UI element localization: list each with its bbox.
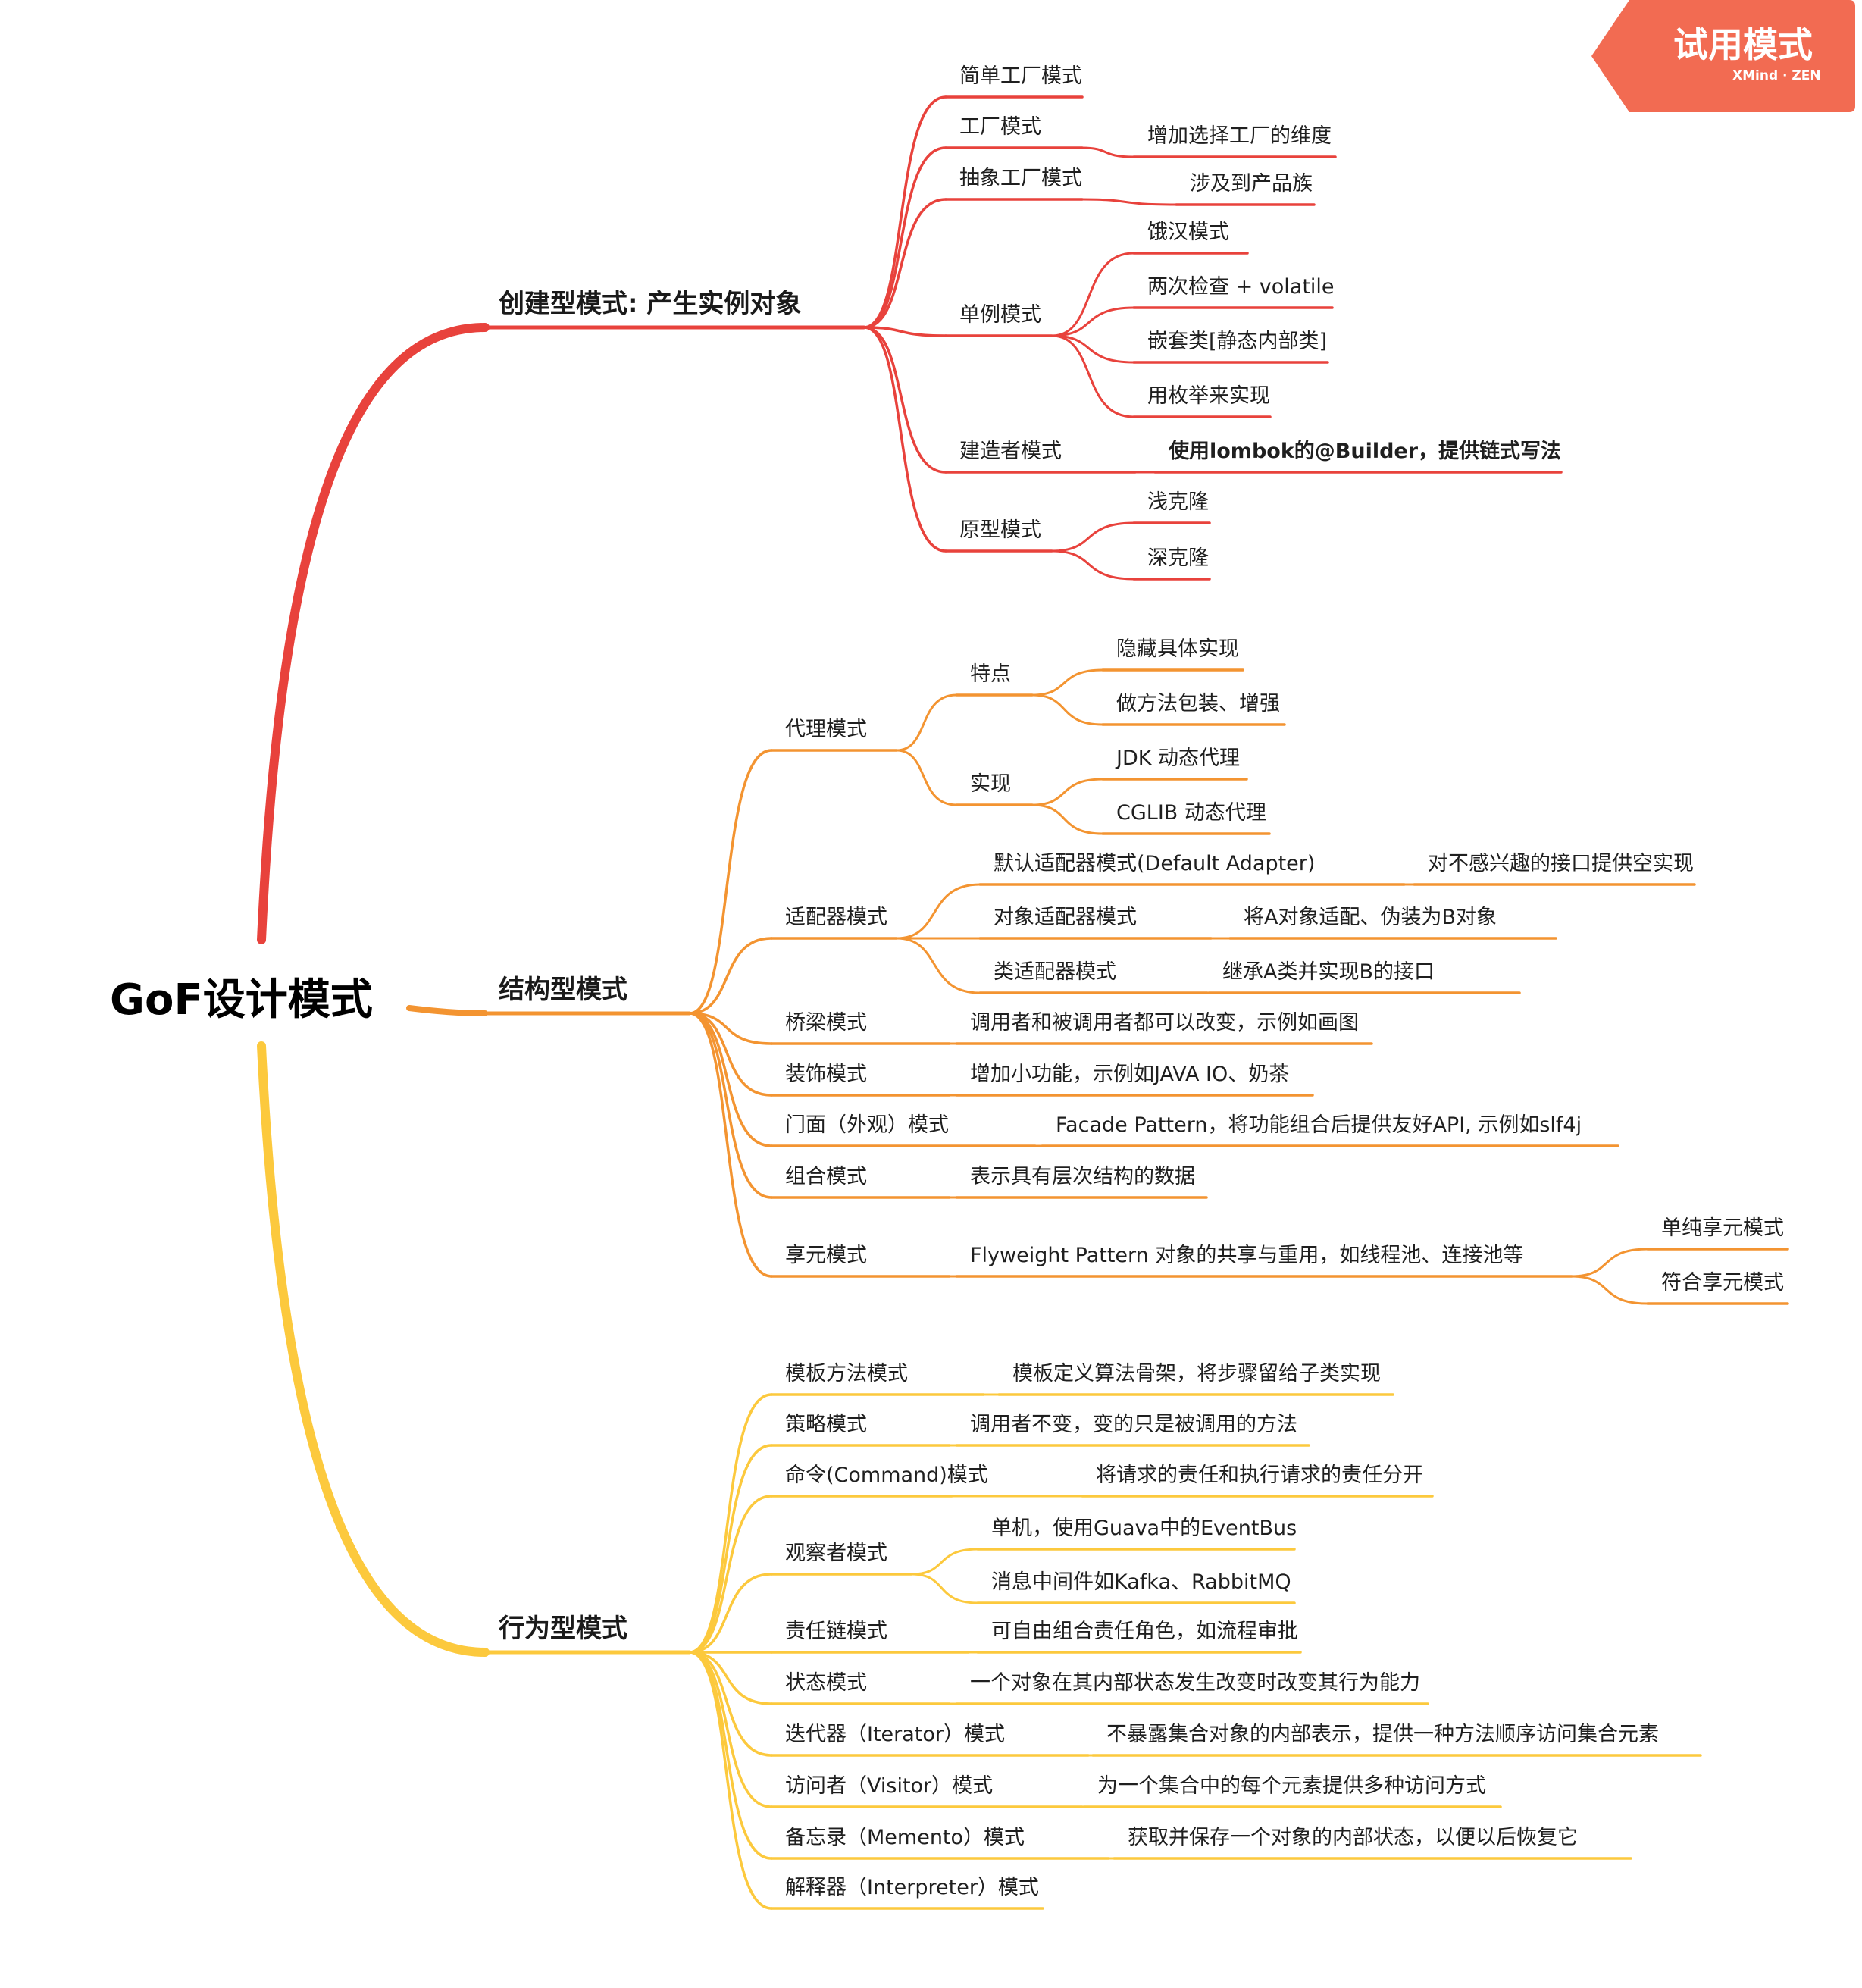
topic-b1-2-0[interactable]: 调用者和被调用者都可以改变，示例如画图 <box>970 1011 1359 1035</box>
topic-b0-1[interactable]: 工厂模式 <box>959 115 1041 139</box>
topic-b1-0-1[interactable]: 实现 <box>970 772 1011 796</box>
trial-mode-title: 试用模式 <box>1673 24 1813 65</box>
topic-b1-0-0[interactable]: 特点 <box>970 662 1011 686</box>
topic-b1-6-0-0[interactable]: 单纯享元模式 <box>1661 1216 1784 1240</box>
topic-b2-7[interactable]: 访问者（Visitor）模式 <box>785 1774 994 1798</box>
topic-b1-6[interactable]: 享元模式 <box>785 1244 867 1267</box>
root-topic[interactable]: GoF设计模式 <box>110 975 373 1025</box>
topic-b1-0-1-0[interactable]: JDK 动态代理 <box>1116 747 1241 770</box>
topic-b1-1[interactable]: 适配器模式 <box>785 906 887 929</box>
topic-b1-4[interactable]: 门面（外观）模式 <box>785 1113 949 1137</box>
topic-b1-5[interactable]: 组合模式 <box>785 1165 867 1188</box>
topic-b1-6-0-1[interactable]: 符合享元模式 <box>1661 1271 1784 1295</box>
topic-b2-5-0[interactable]: 一个对象在其内部状态发生改变时改变其行为能力 <box>970 1671 1420 1695</box>
topic-b1-4-0[interactable]: Facade Pattern，将功能组合后提供友好API, 示例如slf4j <box>1056 1113 1582 1137</box>
xmind-zen-logo: XMind · ZEN <box>1732 68 1821 83</box>
topic-b2-0-0[interactable]: 模板定义算法骨架，将步骤留给子类实现 <box>1012 1362 1381 1385</box>
topic-b1-0[interactable]: 代理模式 <box>785 718 867 741</box>
topic-b2-8[interactable]: 备忘录（Memento）模式 <box>785 1826 1025 1849</box>
topic-b2-9[interactable]: 解释器（Interpreter）模式 <box>785 1876 1039 1899</box>
topic-b2-2[interactable]: 命令(Command)模式 <box>785 1464 988 1487</box>
topic-b1-3-0[interactable]: 增加小功能，示例如JAVA IO、奶茶 <box>970 1063 1290 1086</box>
topic-b2-1[interactable]: 策略模式 <box>785 1413 867 1436</box>
badge-ribbon-shape <box>1591 0 1855 112</box>
topic-b2-7-0[interactable]: 为一个集合中的每个元素提供多种访问方式 <box>1097 1774 1486 1798</box>
topic-b2-3[interactable]: 观察者模式 <box>785 1542 887 1565</box>
topic-b0-1-0[interactable]: 增加选择工厂的维度 <box>1147 124 1332 148</box>
topic-b1-5-0[interactable]: 表示具有层次结构的数据 <box>970 1165 1195 1188</box>
topic-b1-1-1-0[interactable]: 将A对象适配、伪装为B对象 <box>1244 906 1497 929</box>
trial-mode-badge[interactable]: 试用模式 XMind · ZEN <box>1591 0 1855 112</box>
branch-structural[interactable]: 结构型模式 <box>499 975 627 1005</box>
topic-b0-3-2[interactable]: 嵌套类[静态内部类] <box>1147 330 1328 353</box>
topic-b2-8-0[interactable]: 获取并保存一个对象的内部状态，以便以后恢复它 <box>1128 1826 1578 1849</box>
topic-b2-2-0[interactable]: 将请求的责任和执行请求的责任分开 <box>1096 1464 1423 1487</box>
topic-b1-1-0-0[interactable]: 对不感兴趣的接口提供空实现 <box>1428 852 1694 875</box>
topic-b2-1-0[interactable]: 调用者不变，变的只是被调用的方法 <box>970 1413 1297 1436</box>
topic-b2-6-0[interactable]: 不暴露集合对象的内部表示，提供一种方法顺序访问集合元素 <box>1106 1723 1659 1746</box>
topic-b1-3[interactable]: 装饰模式 <box>785 1063 867 1086</box>
topic-b1-0-0-0[interactable]: 隐藏具体实现 <box>1116 637 1239 661</box>
topic-b2-3-1[interactable]: 消息中间件如Kafka、RabbitMQ <box>991 1570 1291 1594</box>
topic-b2-3-0[interactable]: 单机，使用Guava中的EventBus <box>991 1517 1297 1540</box>
topic-b1-1-2-0[interactable]: 继承A类并实现B的接口 <box>1222 960 1435 984</box>
topic-b0-3[interactable]: 单例模式 <box>959 303 1041 327</box>
topic-b0-5-1[interactable]: 深克隆 <box>1147 546 1209 570</box>
topic-b0-3-3[interactable]: 用枚举来实现 <box>1147 384 1270 408</box>
topic-b1-1-1[interactable]: 对象适配器模式 <box>994 906 1137 929</box>
topic-b2-0[interactable]: 模板方法模式 <box>785 1362 908 1385</box>
topic-b1-2[interactable]: 桥梁模式 <box>785 1011 867 1035</box>
topic-b1-6-0[interactable]: Flyweight Pattern 对象的共享与重用，如线程池、连接池等 <box>970 1244 1524 1267</box>
topic-b0-5-0[interactable]: 浅克隆 <box>1147 490 1209 514</box>
topic-b0-4-0[interactable]: 使用lombok的@Builder，提供链式写法 <box>1169 440 1562 463</box>
topic-b0-0[interactable]: 简单工厂模式 <box>959 64 1082 88</box>
topic-b0-2-0[interactable]: 涉及到产品族 <box>1190 172 1313 196</box>
branch-behavioral[interactable]: 行为型模式 <box>499 1614 627 1644</box>
topic-b2-4-0[interactable]: 可自由组合责任角色，如流程审批 <box>991 1620 1298 1643</box>
branch-creational[interactable]: 创建型模式: 产生实例对象 <box>499 289 802 319</box>
topic-b2-5[interactable]: 状态模式 <box>785 1671 867 1695</box>
topic-b0-3-0[interactable]: 饿汉模式 <box>1147 221 1229 244</box>
topic-b1-1-2[interactable]: 类适配器模式 <box>994 960 1116 984</box>
topic-b1-0-1-1[interactable]: CGLIB 动态代理 <box>1116 801 1266 825</box>
topic-b0-3-1[interactable]: 两次检查 + volatile <box>1147 275 1335 299</box>
topic-b1-1-0[interactable]: 默认适配器模式(Default Adapter) <box>994 852 1316 875</box>
topic-b2-4[interactable]: 责任链模式 <box>785 1620 887 1643</box>
topic-b2-6[interactable]: 迭代器（Iterator）模式 <box>785 1723 1006 1746</box>
topic-b0-2[interactable]: 抽象工厂模式 <box>959 167 1082 190</box>
topic-b0-4[interactable]: 建造者模式 <box>959 440 1062 463</box>
topic-b0-5[interactable]: 原型模式 <box>959 518 1041 542</box>
topic-b1-0-0-1[interactable]: 做方法包装、增强 <box>1116 692 1280 715</box>
